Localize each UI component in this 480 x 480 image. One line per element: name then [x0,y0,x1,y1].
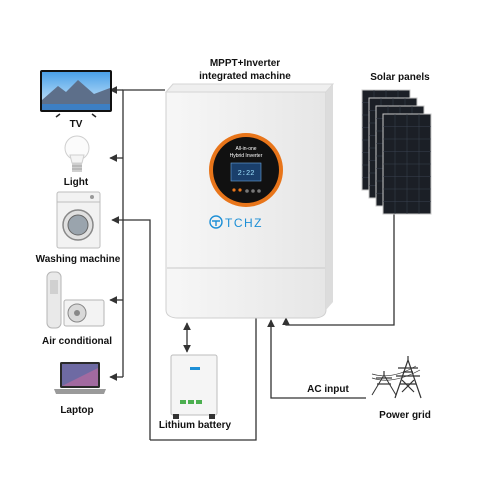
inverter-title-line1: MPPT+Inverter [209,58,281,69]
solar-panel-icon [361,89,432,215]
solar-panels-label: Solar panels [370,72,430,83]
power-grid-label: Power grid [379,410,431,421]
button-2 [251,189,255,193]
battery-icon [170,354,218,419]
washing-machine-icon [56,191,101,249]
tv-icon [40,70,112,118]
air-conditional-label: Air conditional [42,336,112,347]
inverter-lower-line [150,318,257,441]
power-pylon-icon [371,356,422,399]
screen-title-line1: All-in-one [235,146,256,152]
lcd-display [230,162,262,182]
tv-label: TV [69,119,83,130]
ac-input-line [267,319,366,399]
laptop-icon [54,362,106,394]
output-bus-line [122,89,165,377]
inverter-side [326,84,333,310]
button-3 [257,189,261,193]
screen-title-line2: Hybrid Inverter [230,153,263,159]
washing-machine-label: Washing machine [35,254,121,265]
solar-feed-line [282,200,395,326]
inverter-title-line2: integrated machine [199,71,291,82]
ac-input-label: AC input [307,384,349,395]
wiring [109,86,395,441]
air-conditioner-icon [46,271,105,329]
brand-name: TCHZ [225,216,263,230]
washing-machine-feed-line [111,216,151,440]
inverter-top-cap [164,83,335,93]
light-bulb-icon [64,135,90,172]
inverter-unit: All-in-one Hybrid Inverter 2:22 TCHZ [164,83,335,319]
brand-logo-icon [209,215,223,229]
status-led-1 [232,188,236,192]
light-label: Light [63,177,89,188]
lithium-battery-label: Lithium battery [158,420,232,431]
button-1 [245,189,249,193]
status-led-2 [238,188,242,192]
lcd-readout: 2:22 [238,170,255,178]
laptop-label: Laptop [60,405,94,416]
